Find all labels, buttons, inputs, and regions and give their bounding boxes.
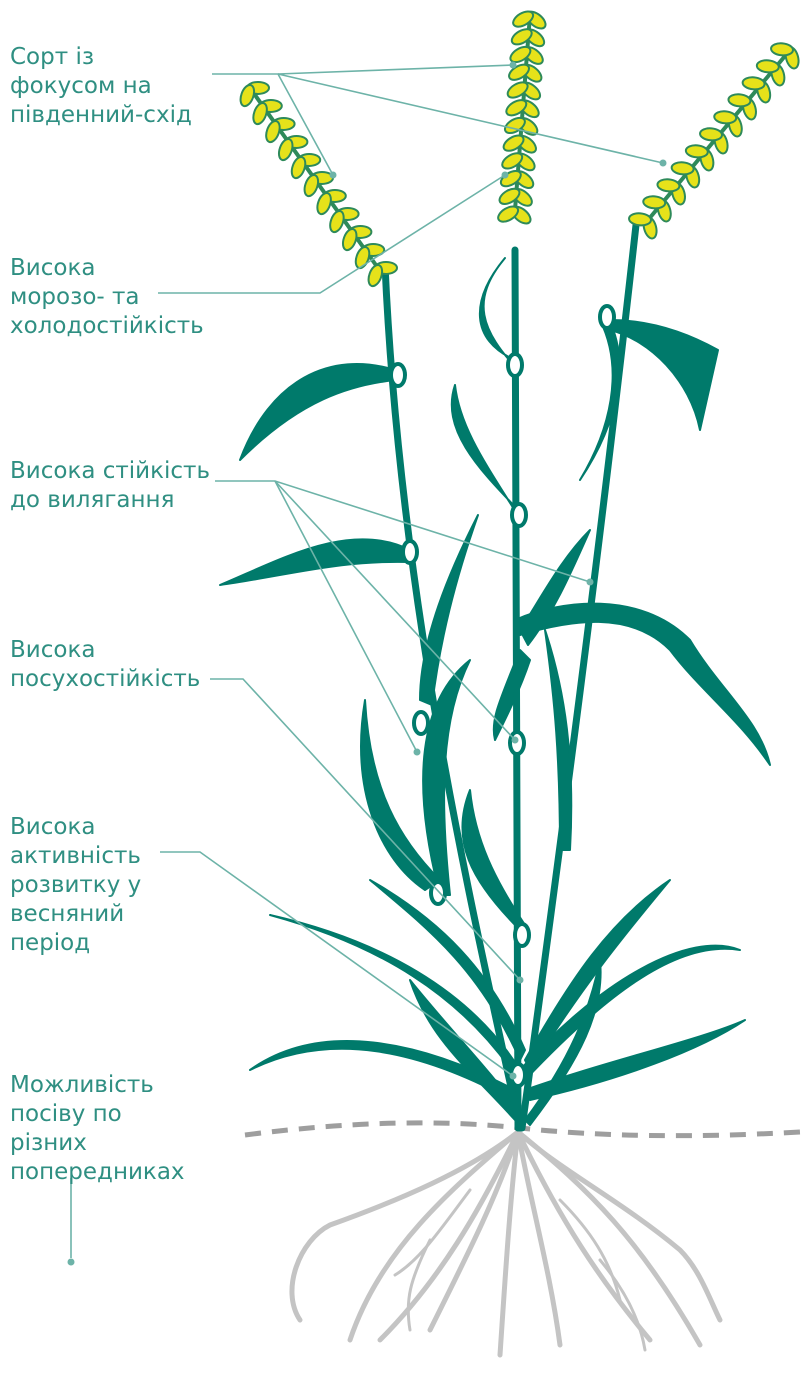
leader-line — [278, 65, 513, 74]
kernel — [238, 83, 257, 108]
leader-dot — [68, 1259, 75, 1266]
leader-dot — [414, 749, 421, 756]
leaf — [545, 630, 571, 850]
label-drought-resistance: Висока посухостійкість — [10, 636, 200, 694]
leaf — [240, 364, 395, 460]
stem-node — [600, 306, 614, 328]
stem-node — [391, 364, 405, 386]
kernel — [742, 76, 765, 90]
leader-line — [278, 74, 663, 163]
leader-line — [275, 481, 417, 752]
leaf — [452, 385, 522, 522]
label-south-east-focus: Сорт із фокусом на південний-схід — [10, 43, 192, 130]
kernel — [496, 203, 521, 225]
label-various-predecessors: Можливість посіву по різних попередниках — [10, 1071, 185, 1187]
kernel — [714, 110, 737, 124]
kernel — [643, 195, 666, 209]
leader-dot — [512, 737, 519, 744]
kernel — [728, 93, 751, 107]
kernel — [700, 127, 723, 141]
label-frost-cold-resistance: Висока морозо- та холодостійкість — [10, 254, 204, 341]
root — [380, 1132, 518, 1340]
stem-node — [403, 541, 417, 563]
stem-node — [510, 732, 524, 754]
leader-dot — [517, 977, 524, 984]
spike-center — [496, 8, 549, 226]
kernel — [505, 79, 530, 101]
root — [395, 1190, 470, 1275]
kernel — [756, 59, 779, 73]
stem-node — [508, 354, 522, 376]
stem-node — [414, 712, 428, 734]
leaves — [220, 258, 770, 1125]
stem-node — [515, 924, 529, 946]
kernel — [302, 173, 321, 198]
kernel — [315, 191, 334, 216]
label-lodging-resistance: Висока стійкість до вилягання — [10, 457, 210, 515]
kernel — [340, 227, 359, 252]
kernel — [504, 97, 529, 119]
leader-dot — [587, 579, 594, 586]
stem-node — [512, 504, 526, 526]
kernel — [366, 263, 385, 288]
leader-dot — [510, 1073, 517, 1080]
kernel — [276, 137, 295, 162]
kernel — [657, 178, 680, 192]
kernel — [511, 8, 536, 30]
kernel — [500, 150, 525, 172]
wheat-spikes — [238, 8, 801, 288]
kernel — [502, 115, 527, 137]
kernel — [328, 209, 347, 234]
leader-dot — [502, 172, 509, 179]
leaf — [520, 530, 590, 645]
kernel — [771, 42, 794, 56]
root-system — [292, 1132, 720, 1355]
leader-dot — [510, 62, 517, 69]
kernel — [629, 212, 652, 226]
leaf — [220, 539, 410, 585]
label-spring-development: Висока активність розвитку у весняний пе… — [10, 813, 141, 958]
kernel — [289, 155, 308, 180]
spike-left — [238, 82, 397, 288]
leader-dot — [330, 172, 337, 179]
spike-right — [629, 42, 801, 239]
kernel — [251, 101, 270, 126]
leaf — [494, 650, 530, 740]
kernel — [671, 161, 694, 175]
kernel — [501, 132, 526, 154]
leader-dot — [660, 160, 667, 167]
kernel — [264, 119, 283, 144]
kernel — [509, 26, 534, 48]
root — [518, 1132, 700, 1345]
kernel — [497, 186, 522, 208]
kernel — [685, 144, 708, 158]
kernel — [498, 168, 523, 190]
stem — [515, 250, 518, 1128]
